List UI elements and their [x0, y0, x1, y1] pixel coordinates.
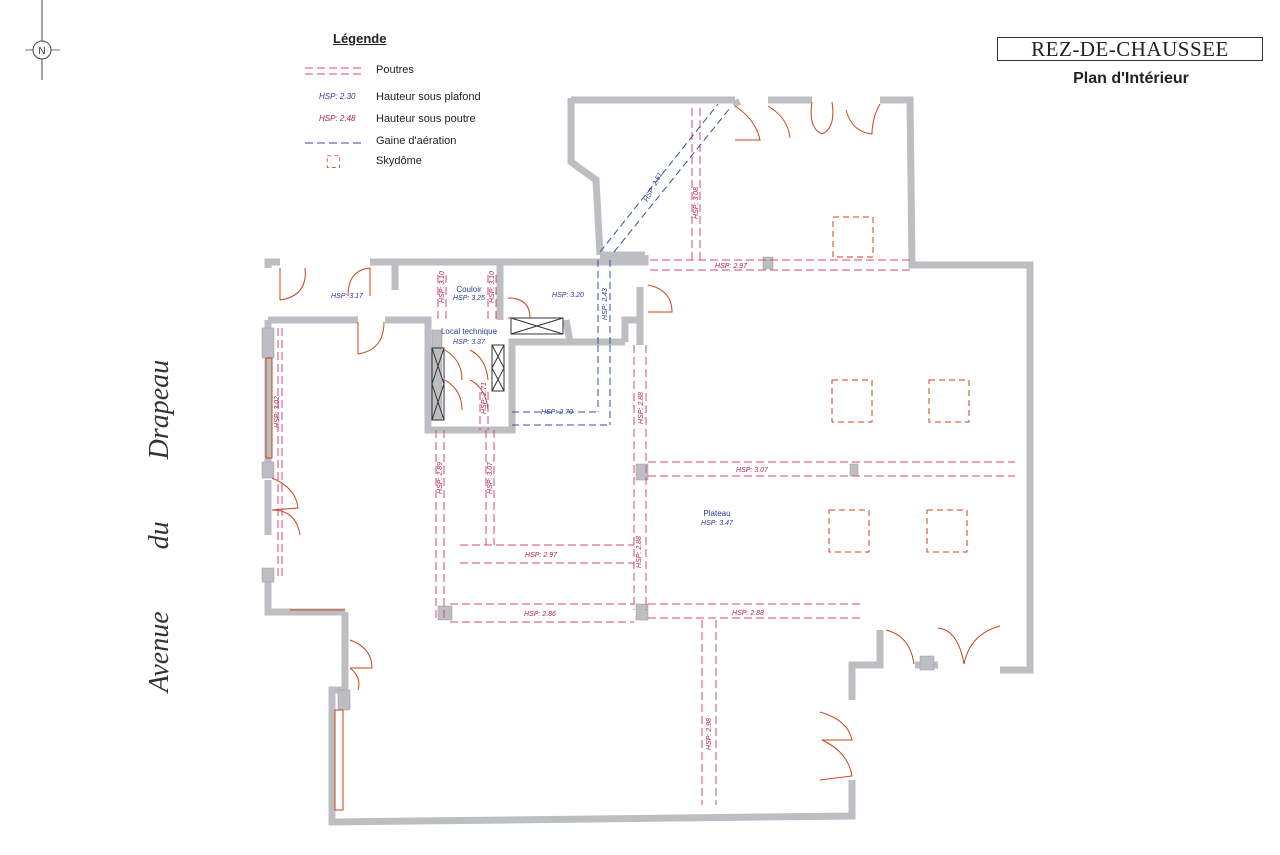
legend-title: Légende — [333, 31, 387, 46]
equipment — [431, 317, 564, 421]
beam-hsp-center-vertical-low: HSP: 2.88 — [636, 536, 643, 568]
beam-hsp-inner-horizontal: HSP: 2.97 — [525, 552, 558, 559]
room-name-couloir: Couloir — [456, 285, 482, 294]
air-ducts — [512, 103, 731, 426]
beams — [277, 108, 1015, 805]
beam-hsp-low-horizontal-right: HSP: 2.88 — [732, 610, 764, 617]
doors — [265, 101, 1001, 811]
legend-sample: HSP: 2.30 — [319, 92, 356, 101]
beam-hsp-couloir-a: HSP: 3.10 — [439, 271, 446, 303]
beam-hsp-center-vertical: HSP: 2.88 — [638, 392, 645, 424]
room-hsp-local-technique: HSP: 3.37 — [453, 339, 486, 346]
beam-hsp-tech-vertical: HSP: 2.71 — [481, 382, 488, 414]
legend-sample: HSP: 2.48 — [319, 114, 356, 123]
skydome-symbol-icon — [326, 155, 341, 168]
legend-label: Hauteur sous plafond — [376, 91, 481, 103]
beam-hsp-mid-horizontal: HSP: 3.07 — [736, 467, 769, 474]
legend-label: Skydôme — [376, 155, 422, 167]
legend-label: Poutres — [376, 64, 414, 76]
hsp-entrance: HSP: 3.17 — [331, 293, 364, 300]
north-arrow-icon: N — [25, 0, 60, 80]
beam-hsp-low-horizontal-left: HSP: 2.86 — [524, 611, 556, 618]
walls — [264, 96, 1034, 826]
legend-item-beam-height: HSP: 2.48 Hauteur sous poutre — [305, 113, 525, 127]
beam-hsp-north-vertical: HSP: 3.08 — [693, 187, 700, 219]
beam-hsp-north-horizontal: HSP: 2.97 — [715, 263, 748, 270]
hsp-duct-diag: HSP: 2.51 — [643, 171, 664, 203]
legend-label: Hauteur sous poutre — [376, 113, 476, 125]
legend-item-skydome: Skydôme — [305, 155, 525, 169]
plan-title: REZ-DE-CHAUSSEE — [997, 37, 1263, 61]
beam-hsp-left-vertical-a: HSP: 2.89 — [437, 462, 444, 494]
beam-symbol-icon — [305, 67, 363, 75]
skydomes — [828, 216, 970, 553]
hsp-passage: HSP: 2.70 — [541, 409, 573, 416]
duct-symbol-icon — [305, 142, 363, 144]
pillars — [261, 256, 935, 711]
beam-hsp-left-vertical-b: HSP: 3.07 — [487, 461, 494, 494]
room-hsp-plateau: HSP: 3.47 — [701, 520, 734, 527]
legend-item-beams: Poutres — [305, 64, 525, 78]
beam-hsp-south-vertical: HSP: 2.98 — [706, 718, 713, 750]
legend-item-ceiling-height: HSP: 2.30 Hauteur sous plafond — [305, 91, 525, 105]
room-name-plateau: Plateau — [703, 509, 730, 518]
hsp-corridor-right: HSP: 3.20 — [552, 292, 584, 299]
room-name-local-technique: Local technique — [441, 327, 498, 336]
plan-subtitle: Plan d'Intérieur — [1073, 70, 1189, 87]
hsp-duct-vertical: HSP: 2.43 — [602, 288, 609, 320]
north-label: N — [38, 46, 45, 57]
beam-hsp-facade: HSP: 3.02 — [274, 396, 281, 428]
legend-label: Gaine d'aération — [376, 135, 457, 147]
beam-hsp-couloir-b: HSP: 3.10 — [489, 271, 496, 303]
legend-item-air-duct: Gaine d'aération — [305, 135, 525, 149]
room-hsp-couloir: HSP: 3.25 — [453, 295, 485, 302]
